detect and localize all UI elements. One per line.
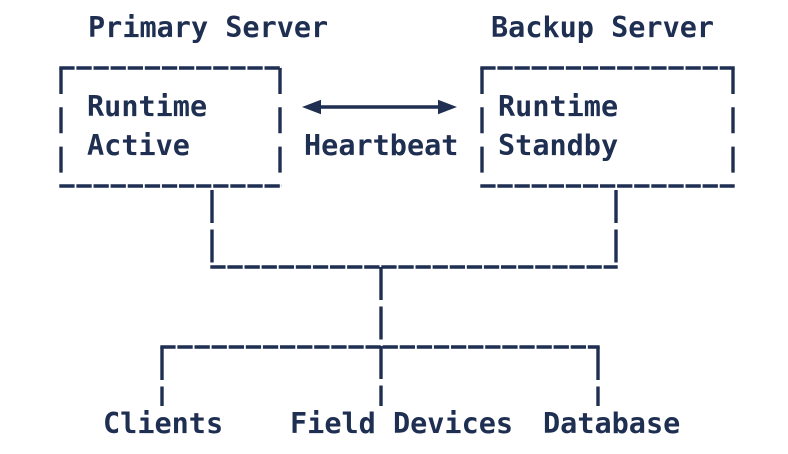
primary-state-label: Active <box>87 129 190 162</box>
double-headed-arrow-icon <box>302 99 457 115</box>
backup-state-label: Standby <box>498 129 619 162</box>
database-label: Database <box>543 407 681 440</box>
clients-label: Clients <box>103 407 224 440</box>
backup-server-title: Backup Server <box>491 11 715 44</box>
primary-server-title: Primary Server <box>88 11 329 44</box>
field-devices-label: Field Devices <box>290 407 514 440</box>
heartbeat-label: Heartbeat <box>304 129 459 162</box>
arrow-right-head <box>438 99 457 115</box>
primary-runtime-label: Runtime <box>87 90 208 123</box>
arrow-left-head <box>302 99 321 115</box>
backup-runtime-label: Runtime <box>498 90 619 123</box>
backup-server-node <box>480 66 735 188</box>
primary-server-node <box>59 66 282 188</box>
connector-tree <box>160 190 618 406</box>
